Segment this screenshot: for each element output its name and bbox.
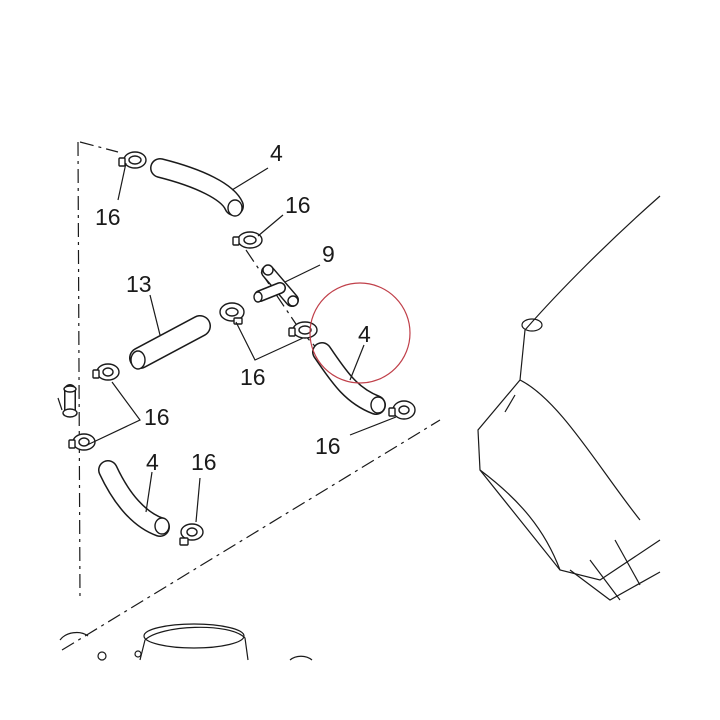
callout-16-right: 16 [315,433,341,459]
clamp-top-right [232,231,263,249]
clamp-tjoint [288,321,318,339]
hose-top [150,158,244,217]
clamp-left-lower [68,433,96,451]
callout-16-left: 16 [144,404,170,430]
tank-outline [477,195,661,601]
clamp-left-upper [92,363,120,381]
clamp-mid [219,302,245,325]
clamp-bottom [179,523,204,546]
hose-circled [312,342,386,415]
leader-lines [84,162,397,523]
callout-4-top: 4 [270,140,283,166]
callout-16-mid: 16 [240,364,266,390]
hose-bottom [98,460,170,537]
callout-4-bottom: 4 [146,449,159,475]
callout-13: 13 [126,271,152,297]
callout-16-bottom: 16 [191,449,217,475]
clamp-top-left [118,151,147,169]
highlight-circle [309,282,411,384]
t-joint [253,264,299,307]
callout-9: 9 [322,241,335,267]
callout-16-top-left: 16 [95,204,121,230]
clamp-right [388,400,416,420]
callout-4-circled: 4 [358,321,371,347]
callouts: 4 16 16 9 13 4 16 16 16 4 16 [95,140,371,475]
clamps [68,151,416,546]
callout-16-top-right: 16 [285,192,311,218]
left-fitting [57,384,78,418]
hose-13 [129,315,211,370]
base-component [59,623,313,661]
